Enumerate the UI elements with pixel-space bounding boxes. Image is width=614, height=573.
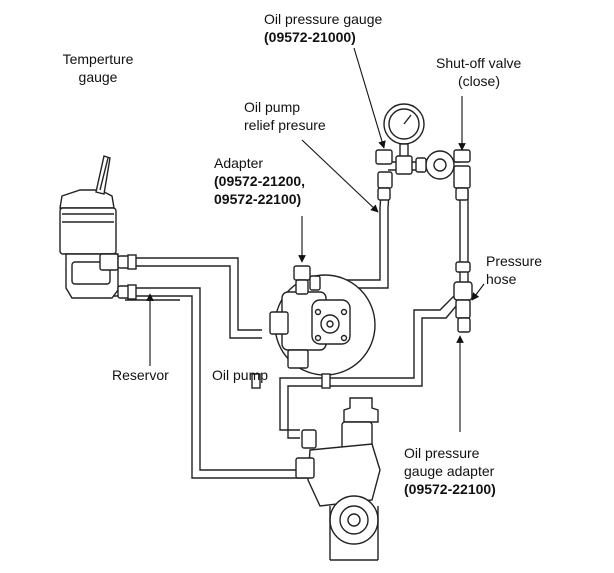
shutoff-valve: [415, 149, 471, 201]
temperature-gauge-label-line2: gauge: [79, 69, 118, 85]
adapter-part-no-line2: 09572-22100): [214, 191, 301, 207]
temperature-gauge-probe: [95, 155, 111, 195]
oil-pressure-gauge-part-no: (09572-21000): [264, 29, 356, 45]
line-couplers: [127, 254, 331, 389]
oil-pump-relief-label-line1: Oil pump: [244, 99, 300, 115]
gauge-adapter-label-line1: Oil pressure: [404, 445, 480, 461]
reservoir: [59, 189, 133, 299]
temperature-gauge-label-line1: Temperture: [63, 51, 134, 67]
oil-pump-label: Oil pump: [212, 367, 268, 383]
pressure-hose-fittings: [453, 261, 473, 333]
label-pressure-hose: Pressure hose: [486, 253, 542, 287]
shutoff-valve-label-line2: (close): [458, 73, 500, 89]
steering-gear-box: [295, 397, 381, 561]
pressure-hose-label-line1: Pressure: [486, 253, 542, 269]
label-adapter: Adapter (09572-21200, 09572-22100): [214, 155, 305, 207]
oil-pump: [269, 274, 376, 376]
adapter-label: Adapter: [214, 155, 263, 171]
gauge-adapter-label-line2: gauge adapter: [404, 463, 495, 479]
gauge-adapter-part-no: (09572-22100): [404, 481, 496, 497]
label-oil-pressure-gauge-adapter: Oil pressure gauge adapter (09572-22100): [404, 445, 496, 497]
label-oil-pump-relief: Oil pump relief presure: [244, 99, 326, 133]
oil-pressure-gauge: [375, 103, 425, 201]
oil-pressure-gauge-label: Oil pressure gauge: [264, 11, 383, 27]
leader-lines: [146, 47, 485, 432]
oil-pump-relief-label-line2: relief presure: [244, 117, 326, 133]
pressure-hose-label-line2: hose: [486, 271, 517, 287]
label-oil-pressure-gauge: Oil pressure gauge (09572-21000): [264, 11, 383, 45]
shutoff-valve-label-line1: Shut-off valve: [436, 55, 522, 71]
label-shutoff-valve: Shut-off valve (close): [436, 55, 522, 89]
adapter-fitting: [293, 265, 321, 295]
reservor-label: Reservor: [112, 367, 169, 383]
label-temperature-gauge: Temperture gauge: [63, 51, 134, 85]
adapter-part-no-line1: (09572-21200,: [214, 173, 305, 189]
